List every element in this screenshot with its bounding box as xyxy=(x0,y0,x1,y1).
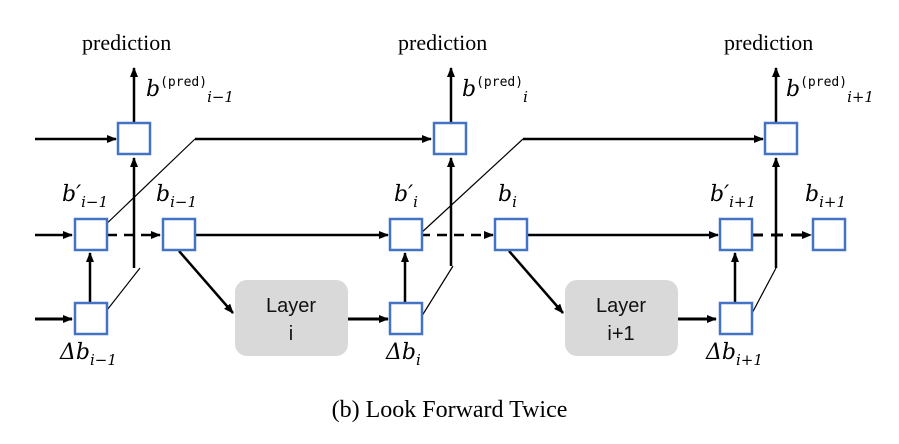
node-b-i-minus-1 xyxy=(161,217,197,252)
delta-b-base: Δb xyxy=(60,340,90,365)
delta-b-sub: i−1 xyxy=(89,351,117,369)
b-pred-sub: i+1 xyxy=(847,88,874,106)
diag-delta-i-plus-1 xyxy=(748,267,777,320)
node-pred-i-plus-1 xyxy=(763,121,799,156)
delta-b-label-i: Δbi xyxy=(386,342,421,368)
b-pred-sup: (pred) xyxy=(160,75,208,90)
b-sub: i+1 xyxy=(819,193,847,211)
b-prime-base: b′ xyxy=(710,182,730,207)
node-bprime-i xyxy=(388,217,424,252)
b-pred-sup: (pred) xyxy=(476,75,524,90)
diag-bprime-i xyxy=(419,138,524,235)
b-pred-base: b xyxy=(786,77,801,102)
b-sub: i xyxy=(512,193,517,211)
b-prime-sub: i−1 xyxy=(81,193,108,211)
b-base: b xyxy=(498,182,513,207)
b-pred-base: b xyxy=(462,77,477,102)
node-b-i xyxy=(493,217,529,252)
diag-bprime-i-minus-1 xyxy=(99,138,196,231)
b-label-i: bi xyxy=(498,184,517,210)
b-label-i-minus-1: bi−1 xyxy=(156,184,197,210)
delta-b-sub: i xyxy=(415,351,421,369)
b-prime-base: b′ xyxy=(62,182,82,207)
delta-b-base: Δb xyxy=(386,340,416,365)
node-delta-i xyxy=(388,301,424,336)
layer-i-plus-1-word: Layer xyxy=(596,295,646,317)
b-prime-label-i-plus-1: b′i+1 xyxy=(710,184,756,210)
arrow-b-i-to-layer-i-plus-1 xyxy=(508,250,564,314)
layer-i-plus-1-index: i+1 xyxy=(607,323,634,345)
b-prime-base: b′ xyxy=(394,182,414,207)
delta-b-label-i-minus-1: Δbi−1 xyxy=(60,342,117,368)
prediction-label-i-minus-1: prediction xyxy=(82,30,172,55)
b-pred-sub: i xyxy=(523,88,528,106)
b-base: b xyxy=(156,182,171,207)
b-pred-sup: (pred) xyxy=(800,75,848,90)
node-bprime-i-plus-1 xyxy=(718,217,754,252)
layer-i-index: i xyxy=(289,323,293,345)
layer-i-box xyxy=(235,280,348,356)
b-prime-label-i-minus-1: b′i−1 xyxy=(62,184,108,210)
b-prime-label-i: b′i xyxy=(394,184,418,210)
node-bprime-i-minus-1 xyxy=(73,217,109,252)
b-pred-label-i: b(pred)i xyxy=(462,76,528,105)
b-pred-sub: i−1 xyxy=(207,88,234,106)
node-delta-i-minus-1 xyxy=(73,301,109,336)
b-pred-base: b xyxy=(146,77,161,102)
node-pred-i-minus-1 xyxy=(116,121,152,156)
delta-b-label-i-plus-1: Δbi+1 xyxy=(706,342,763,368)
b-pred-label-i-minus-1: b(pred)i−1 xyxy=(146,76,234,105)
node-delta-i-plus-1 xyxy=(718,301,754,336)
node-pred-i xyxy=(432,121,468,156)
delta-b-sub: i+1 xyxy=(735,351,763,369)
layer-i-word: Layer xyxy=(266,295,316,317)
b-pred-label-i-plus-1: b(pred)i+1 xyxy=(786,76,874,105)
b-sub: i−1 xyxy=(170,193,198,211)
b-prime-sub: i xyxy=(413,193,418,211)
figure-caption: (b) Look Forward Twice xyxy=(331,397,568,423)
node-b-i-plus-1 xyxy=(811,217,847,252)
layer-i-plus-1-box xyxy=(565,280,678,356)
b-label-i-plus-1: bi+1 xyxy=(805,184,846,210)
b-prime-sub: i+1 xyxy=(729,193,756,211)
prediction-label-i-plus-1: prediction xyxy=(724,30,814,55)
arrow-b-i-minus-1-to-layer-i xyxy=(178,250,234,314)
b-base: b xyxy=(805,182,820,207)
delta-b-base: Δb xyxy=(706,340,736,365)
prediction-label-i: prediction xyxy=(398,30,488,55)
diag-delta-i xyxy=(419,265,454,320)
